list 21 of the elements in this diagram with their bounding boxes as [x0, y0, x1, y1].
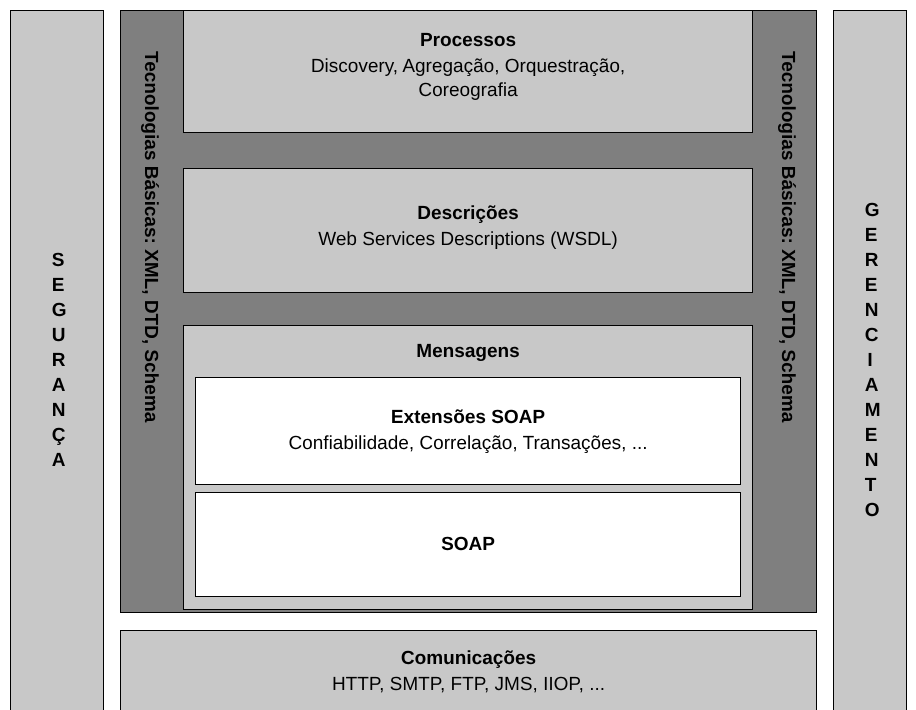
side-pillar — [833, 10, 907, 710]
layer-box — [120, 630, 817, 710]
layer-description: Web Services Descriptions (WSDL) — [317, 228, 619, 252]
layer-frame — [120, 10, 817, 613]
layer-title: Mensagens — [415, 340, 521, 364]
layer-title: Descrições — [416, 202, 520, 226]
layer-box — [183, 325, 753, 610]
layer-box — [183, 10, 753, 133]
layer-title: Processos — [418, 29, 518, 53]
layer-description: Confiabilidade, Correlação, Transações, ... — [287, 432, 649, 456]
layer-description: HTTP, SMTP, FTP, JMS, IIOP, ... — [330, 673, 606, 697]
layer-description: Discovery, Agregação, Orquestração, Coreografia — [310, 55, 626, 103]
layer-box — [183, 168, 753, 293]
side-pillar — [10, 10, 104, 710]
layer-box — [195, 492, 741, 597]
layer-box — [195, 377, 741, 485]
layer-title: SOAP — [440, 533, 496, 557]
vertical-label: Tecnologias Básicas: XML, DTD, Schema — [139, 51, 161, 422]
vertical-label: Tecnologias Básicas: XML, DTD, Schema — [776, 51, 798, 422]
layer-title: Comunicações — [400, 647, 538, 671]
layer-title: Extensões SOAP — [390, 406, 546, 430]
